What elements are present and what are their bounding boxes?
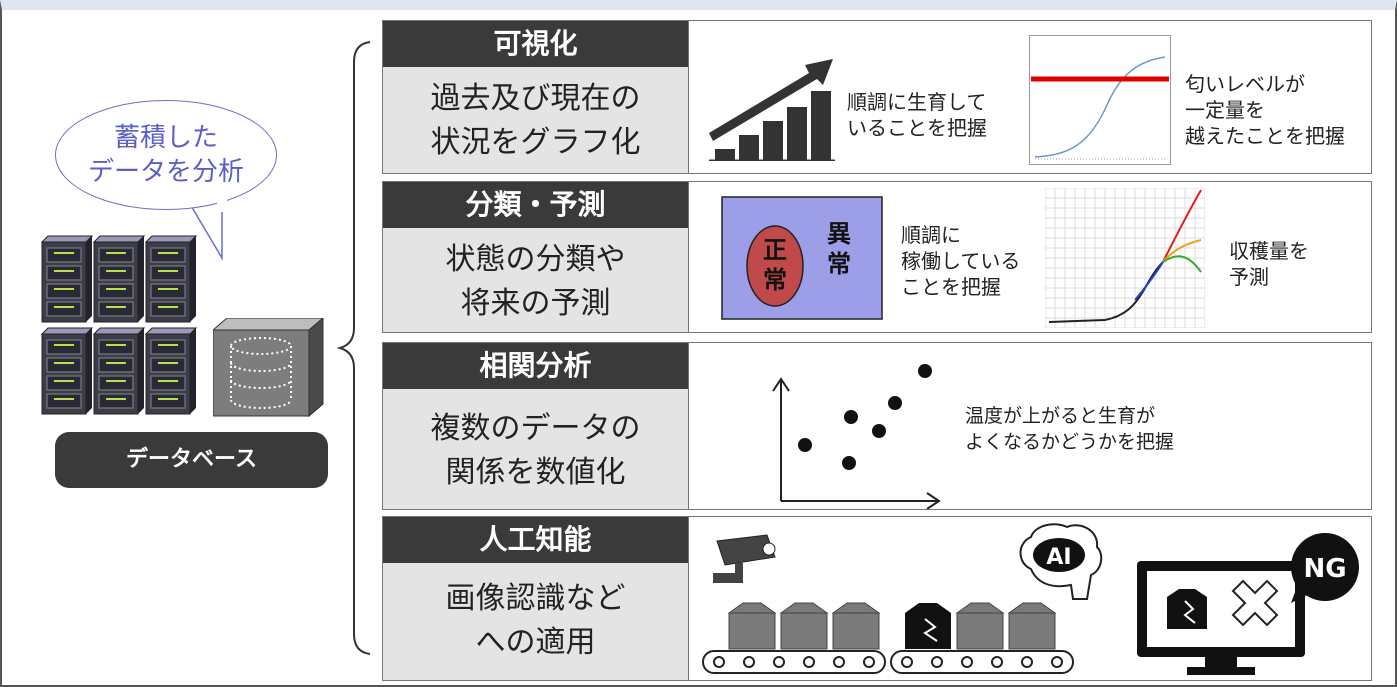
row-description: 画像認識など への適用 <box>383 563 688 665</box>
ai-brain-icon: AI <box>1019 523 1103 600</box>
row-visualization-label: 可視化 過去及び現在の 状況をグラフ化 <box>383 21 689 173</box>
desc-line1: 画像認識など <box>445 581 626 616</box>
desc-line2: への適用 <box>475 625 596 660</box>
note-harvest: 収穫量を 予測 <box>1229 238 1309 290</box>
note-correlation: 温度が上がると生育が よくなるかどうかを把握 <box>965 403 1174 455</box>
note-line: 順調に <box>901 223 961 247</box>
scatter-plot-icon <box>772 364 941 509</box>
desc-line1: 状態の分類や <box>445 242 626 277</box>
note-line: 一定量を <box>1185 98 1265 122</box>
row-correlation: 相関分析 複数のデータの 関係を数値化 温度が上がると生育が よくなるかどうかを… <box>382 342 1372 510</box>
note-line: 稼働している <box>901 249 1021 273</box>
note-operating: 順調に 稼働している ことを把握 <box>901 222 1020 300</box>
curly-brace <box>336 41 371 655</box>
note-line: 匂いレベルが <box>1185 72 1305 96</box>
row-classification: 分類・予測 状態の分類や 将来の予測 正 常 異 常 順調に 稼働している こと… <box>382 181 1372 333</box>
database-icon <box>213 318 324 418</box>
forecast-graph <box>1045 188 1205 328</box>
note-line: ことを把握 <box>901 275 1001 299</box>
desc-line1: 複数のデータの <box>430 411 641 446</box>
note-line: 予測 <box>1229 265 1269 289</box>
note-line: 順調に生育して <box>847 90 987 114</box>
threshold-graph <box>1029 35 1171 165</box>
database-label: データベース <box>55 432 328 488</box>
note-line: 温度が上がると生育が <box>965 405 1156 427</box>
normal-abnormal-box: 正 常 異 常 <box>721 196 883 320</box>
row-title: 人工知能 <box>383 517 688 563</box>
row-title: 分類・予測 <box>383 182 688 228</box>
row-title: 可視化 <box>383 21 688 67</box>
conveyor-belt-icon <box>702 602 1074 674</box>
row-title: 相関分析 <box>383 343 688 389</box>
bubble-tail <box>189 202 223 261</box>
label-abnormal-1: 異 <box>827 220 851 248</box>
row-correlation-label: 相関分析 複数のデータの 関係を数値化 <box>383 343 689 509</box>
security-camera-icon <box>713 534 776 583</box>
row-visualization: 可視化 過去及び現在の 状況をグラフ化 順調に生育して いることを把握 匂いレベ… <box>382 20 1372 174</box>
speech-bubble: 蓄積した データを分析 <box>55 100 277 210</box>
desc-line1: 過去及び現在の <box>430 81 641 116</box>
label-normal-2: 常 <box>763 266 787 294</box>
note-line: 収穫量を <box>1229 239 1309 263</box>
rising-bars-icon <box>709 59 835 161</box>
note-line: 越えたことを把握 <box>1185 124 1345 148</box>
label-abnormal-2: 常 <box>827 250 851 278</box>
row-description: 複数のデータの 関係を数値化 <box>383 389 688 495</box>
row-visualization-content: 順調に生育して いることを把握 匂いレベルが 一定量を 越えたことを把握 <box>689 21 1371 173</box>
bubble-tail-cover <box>217 196 227 212</box>
label-normal-1: 正 <box>763 236 787 264</box>
row-ai-content: AI NG <box>689 517 1371 680</box>
ng-monitor-icon: NG <box>1137 533 1359 675</box>
row-correlation-content: 温度が上がると生育が よくなるかどうかを把握 <box>689 343 1371 509</box>
row-ai: 人工知能 画像認識など への適用 <box>382 516 1372 681</box>
bubble-line1: 蓄積した <box>113 123 218 153</box>
desc-line2: 将来の予測 <box>460 286 611 321</box>
row-classification-content: 正 常 異 常 順調に 稼働している ことを把握 収穫量を 予測 <box>689 182 1371 332</box>
note-growth: 順調に生育して いることを把握 <box>847 89 987 141</box>
row-description: 過去及び現在の 状況をグラフ化 <box>383 67 688 165</box>
ng-badge-text: NG <box>1303 554 1346 584</box>
ai-badge-text: AI <box>1046 545 1071 570</box>
note-threshold: 匂いレベルが 一定量を 越えたことを把握 <box>1185 71 1345 149</box>
row-description: 状態の分類や 将来の予測 <box>383 228 688 326</box>
desc-line2: 関係を数値化 <box>445 455 626 490</box>
note-line: よくなるかどうかを把握 <box>965 431 1175 453</box>
row-ai-label: 人工知能 画像認識など への適用 <box>383 517 689 680</box>
bubble-line2: データを分析 <box>87 157 244 187</box>
desc-line2: 状況をグラフ化 <box>430 125 641 160</box>
row-classification-label: 分類・予測 状態の分類や 将来の予測 <box>383 182 689 332</box>
note-line: いることを把握 <box>847 116 987 140</box>
